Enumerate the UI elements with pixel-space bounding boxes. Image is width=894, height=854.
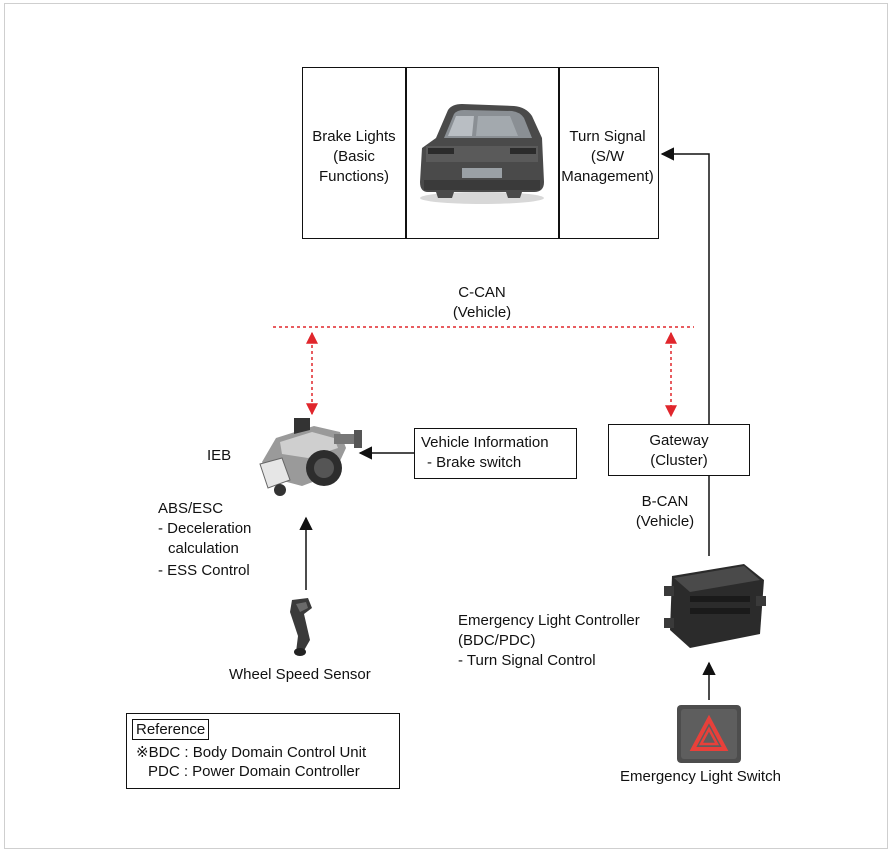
c-can-label: C-CAN (Vehicle)	[452, 284, 512, 321]
b-can-label: B-CAN (Vehicle)	[635, 493, 695, 530]
ieb-label: IEB	[207, 447, 232, 464]
gateway-box	[608, 424, 750, 476]
wheel-speed-sensor-label: Wheel Speed Sensor	[229, 666, 371, 683]
reference-box	[126, 713, 400, 789]
gateway-text: Gateway (Cluster)	[649, 432, 709, 469]
emergency-light-switch-label: Emergency Light Switch	[620, 768, 781, 785]
brake-lights-label: Brake Lights (Basic Functions)	[312, 128, 396, 185]
emergency-light-controller-text: Emergency Light Controller (BDC/PDC) - T…	[458, 612, 640, 669]
panel-divider-left	[405, 68, 407, 238]
diagram-frame	[4, 3, 888, 849]
turn-signal-label: Turn Signal (S/W Management)	[561, 128, 654, 185]
vehicle-panel	[302, 67, 659, 239]
reference-lines: ※BDC : Body Domain Control Unit PDC : Po…	[136, 744, 367, 780]
gateway-to-turn-signal-line	[660, 147, 710, 424]
panel-divider-right	[558, 68, 560, 238]
ieb-functions: ABS/ESC - Deceleration calculation - ESS…	[158, 500, 252, 579]
vehicle-information-text: Vehicle Information - Brake switch	[421, 434, 549, 471]
vehicle-information-box	[414, 428, 577, 479]
reference-title: Reference	[132, 719, 210, 740]
hazard-switch-icon	[677, 705, 741, 763]
controller-module-icon	[664, 564, 766, 648]
car-rear-icon	[420, 104, 544, 204]
wheel-speed-sensor-icon	[290, 598, 312, 656]
ieb-unit-icon	[259, 418, 362, 496]
